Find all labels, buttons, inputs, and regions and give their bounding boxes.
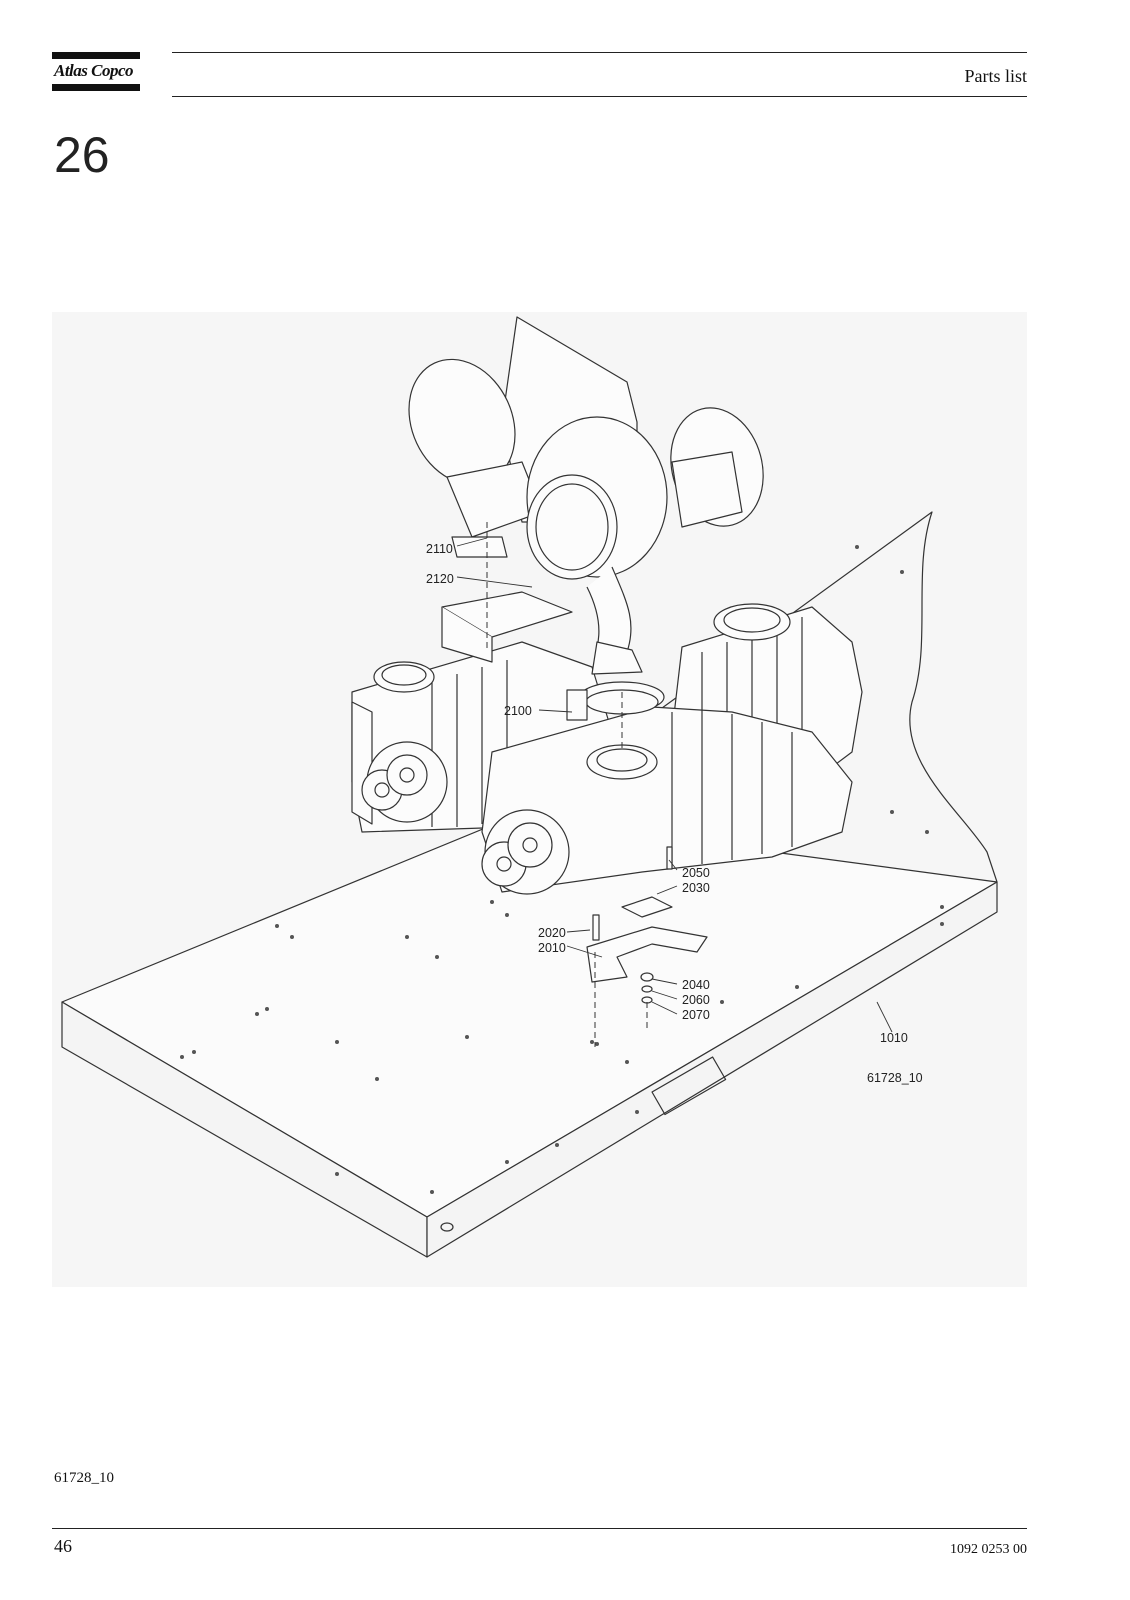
header-rule-bottom [172, 96, 1027, 97]
section-title: Parts list [964, 66, 1027, 86]
callout-2010: 2010 [538, 941, 566, 955]
callout-2110: 2110 [426, 542, 453, 556]
logo-text: Atlas Copco [54, 61, 134, 80]
base-frame [61, 511, 998, 1258]
callout-2070: 2070 [682, 1008, 710, 1022]
callout-2060: 2060 [682, 993, 710, 1007]
callout-2020: 2020 [538, 926, 566, 940]
assembly-lines [486, 522, 648, 1047]
page-number: 46 [54, 1536, 72, 1556]
base-holes [180, 545, 944, 1194]
document-number: 1092 0253 00 [950, 1542, 1027, 1557]
leader-lines [456, 537, 893, 1033]
callout-2050: 2050 [682, 866, 710, 880]
front-compressor-block [481, 706, 853, 895]
figure-reference: 61728_10 [54, 1470, 114, 1486]
motor-volute-assembly [408, 316, 764, 721]
callout-2030: 2030 [682, 881, 710, 895]
callout-1010: 1010 [880, 1031, 908, 1045]
chapter-number: 26 [54, 127, 110, 183]
callout-labels: 2110 2120 2100 2050 2030 2020 2010 2040 … [426, 542, 923, 1085]
drawing-id-label: 61728_10 [867, 1071, 923, 1085]
atlas-copco-logo: Atlas Copco [52, 50, 140, 94]
callout-2040: 2040 [682, 978, 710, 992]
footer-rule [52, 1528, 1027, 1529]
exploded-parts-drawing: 2110 2120 2100 2050 2030 2020 2010 2040 … [52, 312, 1027, 1287]
callout-2120: 2120 [426, 572, 454, 586]
mount-bracket [586, 846, 708, 1004]
header-rule-top [172, 52, 1027, 53]
logo-bottom-bar [52, 84, 140, 91]
logo-top-bar [52, 52, 140, 59]
callout-2100: 2100 [504, 704, 532, 718]
drawing-svg: 2110 2120 2100 2050 2030 2020 2010 2040 … [52, 312, 1027, 1287]
